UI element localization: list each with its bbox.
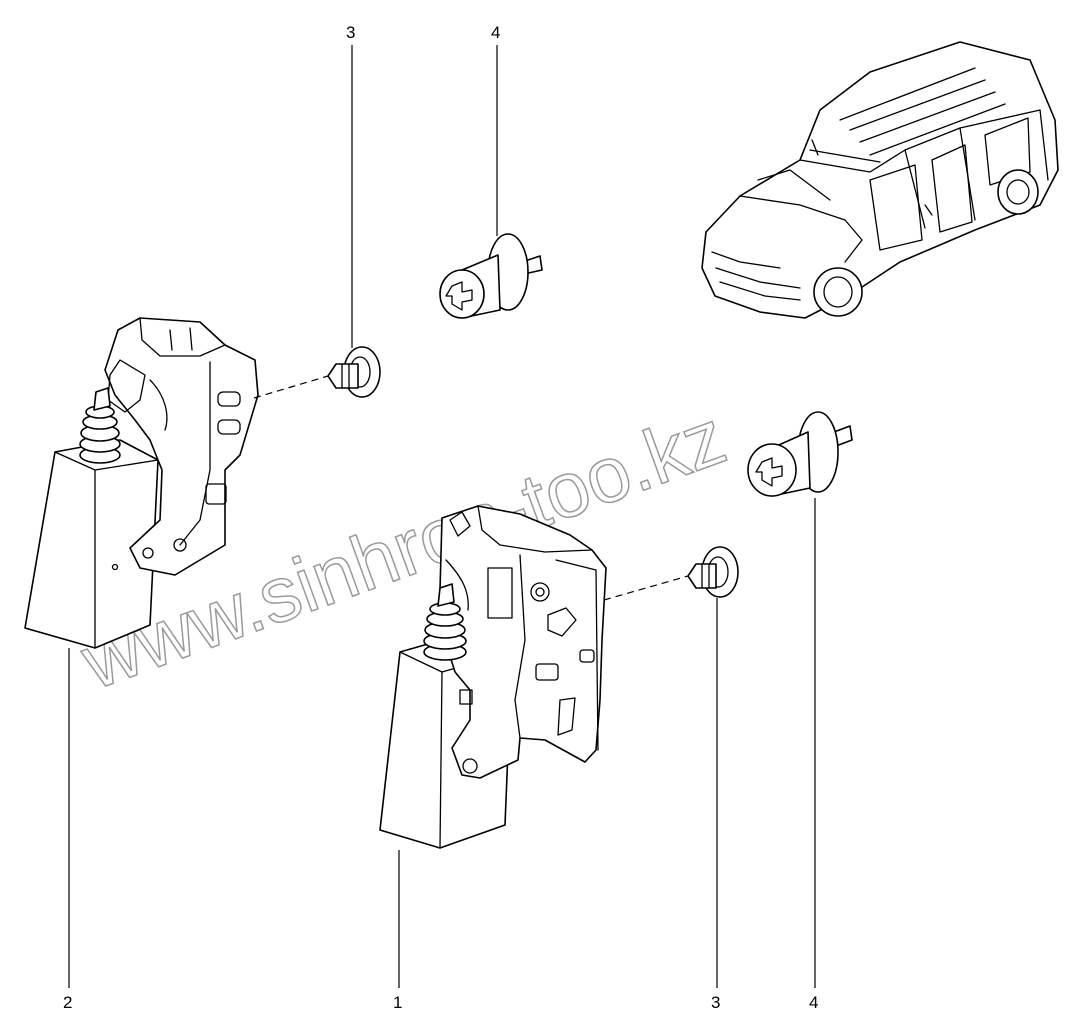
callout-1: 1 [393,993,402,1012]
vehicle-illustration [701,41,1059,319]
assembly-line-upper [253,375,329,399]
callout-4-top: 4 [491,23,500,42]
rubber-boot-2 [79,387,121,464]
bolt-4-upper [439,233,543,319]
screw-3-lower [687,546,739,598]
lock-actuator-2 [24,317,259,649]
callout-4-bottom: 4 [809,993,818,1012]
callout-3-bottom: 3 [711,993,720,1012]
rubber-boot-1 [423,583,467,661]
callout-3-top: 3 [346,23,355,42]
callout-2: 2 [63,993,72,1012]
lock-actuator-1 [379,505,607,849]
bolt-4-lower [747,411,853,497]
assembly-line-lower [603,575,689,601]
screw-3-upper [327,346,381,398]
